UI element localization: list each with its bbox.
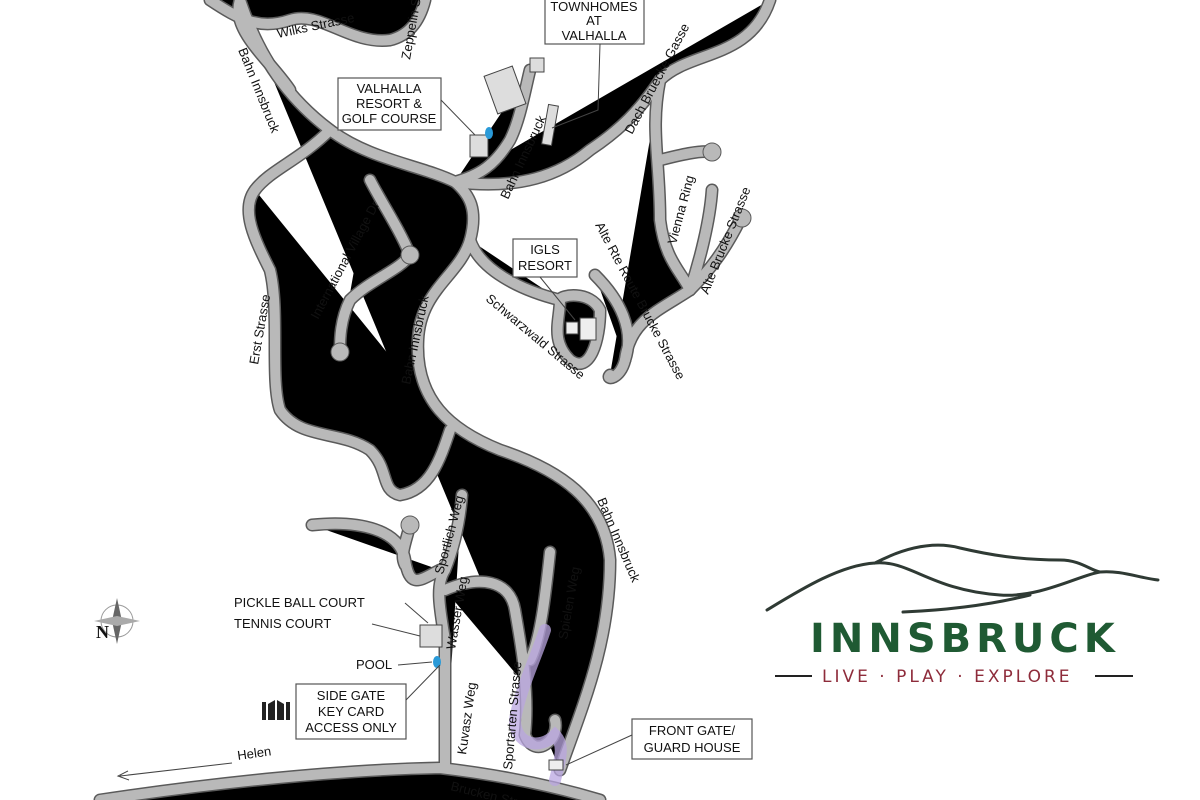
logo-title: INNSBRUCK: [810, 616, 1120, 662]
road-erst: [248, 190, 450, 495]
svg-text:RESORT: RESORT: [518, 258, 572, 273]
label-pool: POOL: [356, 657, 392, 672]
compass-north-label: N: [96, 622, 109, 642]
cul-de-sac: [400, 245, 420, 265]
svg-text:ACCESS ONLY: ACCESS ONLY: [305, 720, 397, 735]
cul-de-sac: [330, 342, 350, 362]
svg-text:AT: AT: [586, 13, 602, 28]
svg-text:GUARD HOUSE: GUARD HOUSE: [644, 740, 741, 755]
compass-icon: N: [94, 598, 140, 644]
road-label-vienna: Vienna Ring: [664, 174, 697, 246]
road-label-helen: Helen: [236, 743, 272, 763]
svg-text:TOWNHOMES: TOWNHOMES: [550, 0, 637, 14]
pond-icon: [485, 127, 493, 139]
leader-line: [371, 623, 421, 637]
road-bahn-innsbruck: [240, 0, 610, 770]
tennis-court-building: [419, 624, 443, 648]
svg-text:KEY CARD: KEY CARD: [318, 704, 384, 719]
cul-de-sac: [732, 208, 752, 228]
leader-line: [404, 602, 429, 624]
road-label-kuvasz: Kuvasz Weg: [454, 681, 479, 755]
svg-text:VALHALLA: VALHALLA: [357, 81, 422, 96]
road-alte-rte: [595, 275, 629, 360]
road-network: [100, 0, 770, 800]
highlighted-route: [508, 624, 567, 786]
pool-icon: [433, 656, 441, 668]
svg-text:VALHALLA: VALHALLA: [562, 28, 627, 43]
cul-de-sac: [400, 515, 420, 535]
svg-text:SIDE GATE: SIDE GATE: [317, 688, 386, 703]
valhalla-buildings: [469, 57, 559, 158]
svg-text:GOLF COURSE: GOLF COURSE: [342, 111, 437, 126]
front-gate-marker: [548, 759, 564, 771]
svg-text:RESORT &: RESORT &: [356, 96, 422, 111]
svg-text:FRONT GATE/: FRONT GATE/: [649, 723, 736, 738]
gate-icon: [262, 700, 290, 720]
label-front-gate: FRONT GATE/ GUARD HOUSE: [565, 718, 753, 766]
label-pickle-ball-court: PICKLE BALL COURT: [234, 595, 365, 610]
logo-tagline: LIVE · PLAY · EXPLORE: [822, 667, 1073, 687]
road-dach: [608, 80, 690, 378]
igls-building: [579, 317, 597, 341]
road-kuvasz: [439, 495, 462, 768]
label-side-gate: SIDE GATE KEY CARD ACCESS ONLY: [295, 664, 441, 740]
cul-de-sac: [702, 142, 722, 162]
road-north-east: [455, 0, 770, 185]
label-valhalla-resort: VALHALLA RESORT & GOLF COURSE: [337, 77, 476, 136]
label-townhomes: TOWNHOMES AT VALHALLA: [544, 0, 645, 129]
leader-line: [397, 661, 433, 666]
svg-text:IGLS: IGLS: [530, 242, 560, 257]
label-igls-resort: IGLS RESORT: [512, 238, 578, 321]
innsbruck-logo: INNSBRUCK LIVE · PLAY · EXPLORE: [765, 543, 1160, 687]
igls-building: [565, 321, 579, 335]
label-tennis-court: TENNIS COURT: [234, 616, 331, 631]
helen-arrow-icon: [116, 762, 233, 781]
mountain-icon: [765, 543, 1160, 614]
